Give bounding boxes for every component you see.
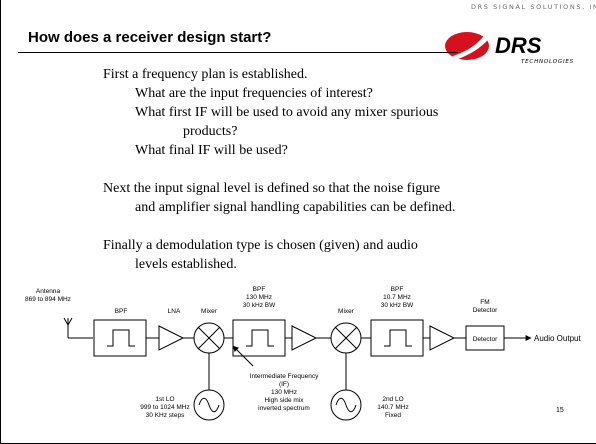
fm-detector-label: FM Detector xyxy=(473,299,498,314)
logo-swoosh-icon xyxy=(445,32,489,60)
para-3: Finally a demodulation type is chosen (g… xyxy=(103,238,418,253)
svg-text:2nd LO: 2nd LO xyxy=(382,396,403,403)
lo2-label: 2nd LO 140.7 MHz Fixed xyxy=(377,396,408,419)
lna-label: LNA xyxy=(168,308,181,315)
slide-title: How does a receiver design start? xyxy=(28,29,272,46)
bpf2-passband-icon xyxy=(246,329,274,347)
antenna-icon xyxy=(63,317,93,339)
para-1-q2: What first IF will be used to avoid any … xyxy=(135,105,439,120)
lna-amplifier-icon xyxy=(158,325,185,351)
bpf1-label: BPF xyxy=(115,308,128,315)
drs-logo: DRS TECHNOLOGIES xyxy=(445,30,574,65)
mixer1-icon xyxy=(193,322,225,354)
page-number: 15 xyxy=(556,407,564,414)
svg-text:BPF: BPF xyxy=(253,286,266,293)
svg-text:1st LO: 1st LO xyxy=(155,396,174,403)
svg-text:BPF: BPF xyxy=(391,286,404,293)
svg-text:869 to 894 MHz: 869 to 894 MHz xyxy=(25,296,71,303)
svg-text:inverted spectrum: inverted spectrum xyxy=(258,405,310,412)
bpf2-block xyxy=(232,319,286,357)
lo1-label: 1st LO 999 to 1024 MHz 30 KHz steps xyxy=(140,396,190,419)
svg-text:(IF): (IF) xyxy=(279,381,289,388)
receiver-block-diagram: Antenna 869 to 894 MHz BPF LNA Mixer BPF… xyxy=(25,286,581,421)
svg-text:High side mix: High side mix xyxy=(264,397,304,404)
title-rule xyxy=(18,52,458,53)
lo1-oscillator-icon xyxy=(193,389,225,421)
bpf1-block xyxy=(93,319,147,357)
antenna-label: Antenna 869 to 894 MHz xyxy=(25,288,71,303)
logo-subtext: TECHNOLOGIES xyxy=(521,59,574,65)
final-if-amplifier-icon xyxy=(429,325,456,351)
para-1-q3: What final IF will be used? xyxy=(135,143,288,158)
if-note: Intermediate Frequency (IF) 130 MHz High… xyxy=(250,373,319,412)
para-2-cont: and amplifier signal handling capabiliti… xyxy=(135,200,456,215)
svg-text:130 MHz: 130 MHz xyxy=(271,389,297,396)
para-1-q1: What are the input frequencies of intere… xyxy=(135,86,373,101)
bpf2-label: BPF 130 MHz 30 kHz BW xyxy=(243,286,276,309)
company-name: DRS SIGNAL SOLUTIONS, INC. xyxy=(471,3,596,11)
para-2: Next the input signal level is defined s… xyxy=(103,181,441,196)
if-amplifier-icon xyxy=(291,325,318,351)
if-note-arrow xyxy=(232,345,254,367)
svg-text:999 to 1024 MHz: 999 to 1024 MHz xyxy=(140,404,190,411)
svg-text:140.7 MHz: 140.7 MHz xyxy=(377,404,408,411)
logo-wordmark: DRS xyxy=(495,33,542,58)
svg-text:30 kHz BW: 30 kHz BW xyxy=(243,302,276,309)
bpf3-block xyxy=(370,319,424,357)
detector-block xyxy=(465,325,505,351)
para-1: First a frequency plan is established. xyxy=(103,67,308,82)
svg-text:30 kHz BW: 30 kHz BW xyxy=(381,302,414,309)
svg-text:10.7 MHz: 10.7 MHz xyxy=(383,294,411,301)
svg-text:FM: FM xyxy=(480,299,489,306)
bpf1-passband-icon xyxy=(107,329,135,347)
mixer1-label: Mixer xyxy=(201,308,218,315)
lo2-oscillator-icon xyxy=(330,389,362,421)
mixer2-label: Mixer xyxy=(338,308,355,315)
para-3-cont: levels established. xyxy=(135,257,237,272)
svg-text:130 MHz: 130 MHz xyxy=(246,294,272,301)
svg-text:Detector: Detector xyxy=(473,307,498,314)
svg-text:Fixed: Fixed xyxy=(385,412,401,419)
detector-block-label: Detector xyxy=(473,336,498,343)
para-1-q2-cont: products? xyxy=(183,124,238,139)
svg-text:30 KHz steps: 30 KHz steps xyxy=(146,412,185,419)
svg-text:Intermediate Frequency: Intermediate Frequency xyxy=(250,373,319,380)
mixer2-icon xyxy=(330,322,362,354)
svg-text:Antenna: Antenna xyxy=(36,288,61,295)
audio-output-label: Audio Output xyxy=(534,334,581,343)
bpf3-label: BPF 10.7 MHz 30 kHz BW xyxy=(381,286,414,309)
bpf3-passband-icon xyxy=(384,329,412,347)
